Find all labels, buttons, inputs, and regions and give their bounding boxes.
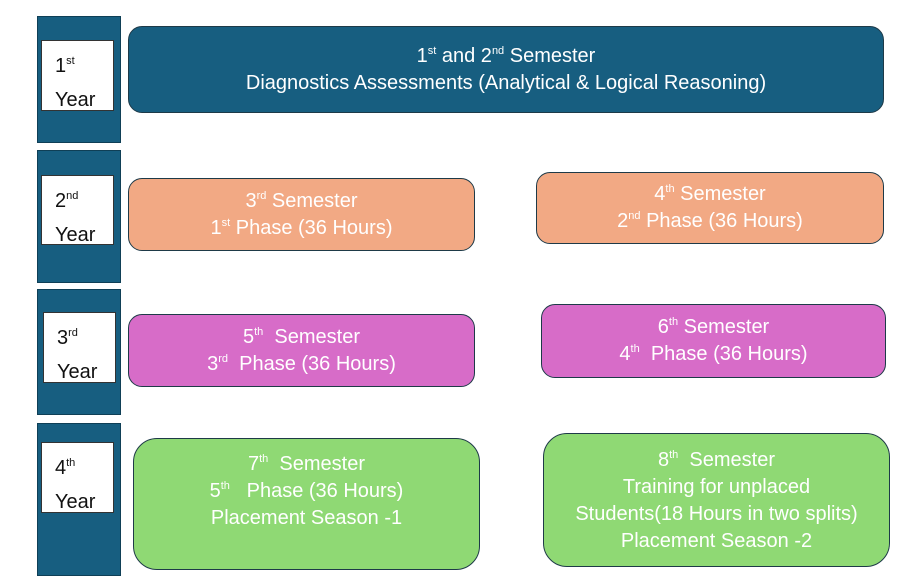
year-number: 1 (55, 55, 67, 77)
block-phase: 5th Phase (36 Hours) (209, 480, 404, 502)
block-title: 8th Semester (657, 449, 775, 471)
block-title: 1st and 2nd Semester (416, 44, 596, 67)
year-suffix: rd (68, 327, 78, 339)
year-number: 4 (55, 457, 67, 479)
block-training-detail: Students(18 Hours in two splits) (575, 503, 858, 525)
block-placement: Placement Season -1 (210, 507, 403, 529)
year-text: Year (55, 491, 96, 513)
block-title: 4th Semester (654, 183, 766, 205)
year-text: Year (55, 89, 96, 111)
semester-5-block: 5th Semester 3rd Phase (36 Hours) (128, 314, 475, 387)
block-phase: 1st Phase (36 Hours) (210, 216, 393, 239)
year-suffix: st (66, 55, 75, 67)
year-number: 2 (55, 190, 67, 212)
block-title: 7th Semester (247, 453, 365, 475)
block-phase: 3rd Phase (36 Hours) (207, 352, 396, 375)
block-placement: Placement Season -2 (620, 530, 813, 552)
block-title: 6th Semester (657, 316, 770, 338)
year-number: 3 (57, 327, 69, 349)
year-suffix: th (66, 457, 76, 469)
block-title: 3rd Semester (245, 189, 358, 212)
semester-6-block: 6th Semester 4th Phase (36 Hours) (541, 304, 886, 378)
semester-1-2-block: 1st and 2nd Semester Diagnostics Assessm… (128, 26, 884, 113)
block-training: Training for unplaced (622, 476, 811, 498)
block-phase: 2nd Phase (36 Hours) (617, 210, 803, 232)
semester-8-block: 8th Semester Training for unplaced Stude… (543, 433, 890, 567)
year-text: Year (55, 224, 96, 246)
semester-3-block: 3rd Semester 1st Phase (36 Hours) (128, 178, 475, 251)
year-suffix: nd (66, 190, 79, 202)
semester-7-block: 7th Semester 5th Phase (36 Hours) Placem… (133, 438, 480, 570)
block-title: 5th Semester (242, 325, 360, 348)
block-subtitle: Diagnostics Assessments (Analytical & Lo… (245, 71, 767, 94)
block-phase: 4th Phase (36 Hours) (619, 343, 808, 365)
semester-4-block: 4th Semester 2nd Phase (36 Hours) (536, 172, 884, 244)
year-text: Year (57, 361, 98, 383)
